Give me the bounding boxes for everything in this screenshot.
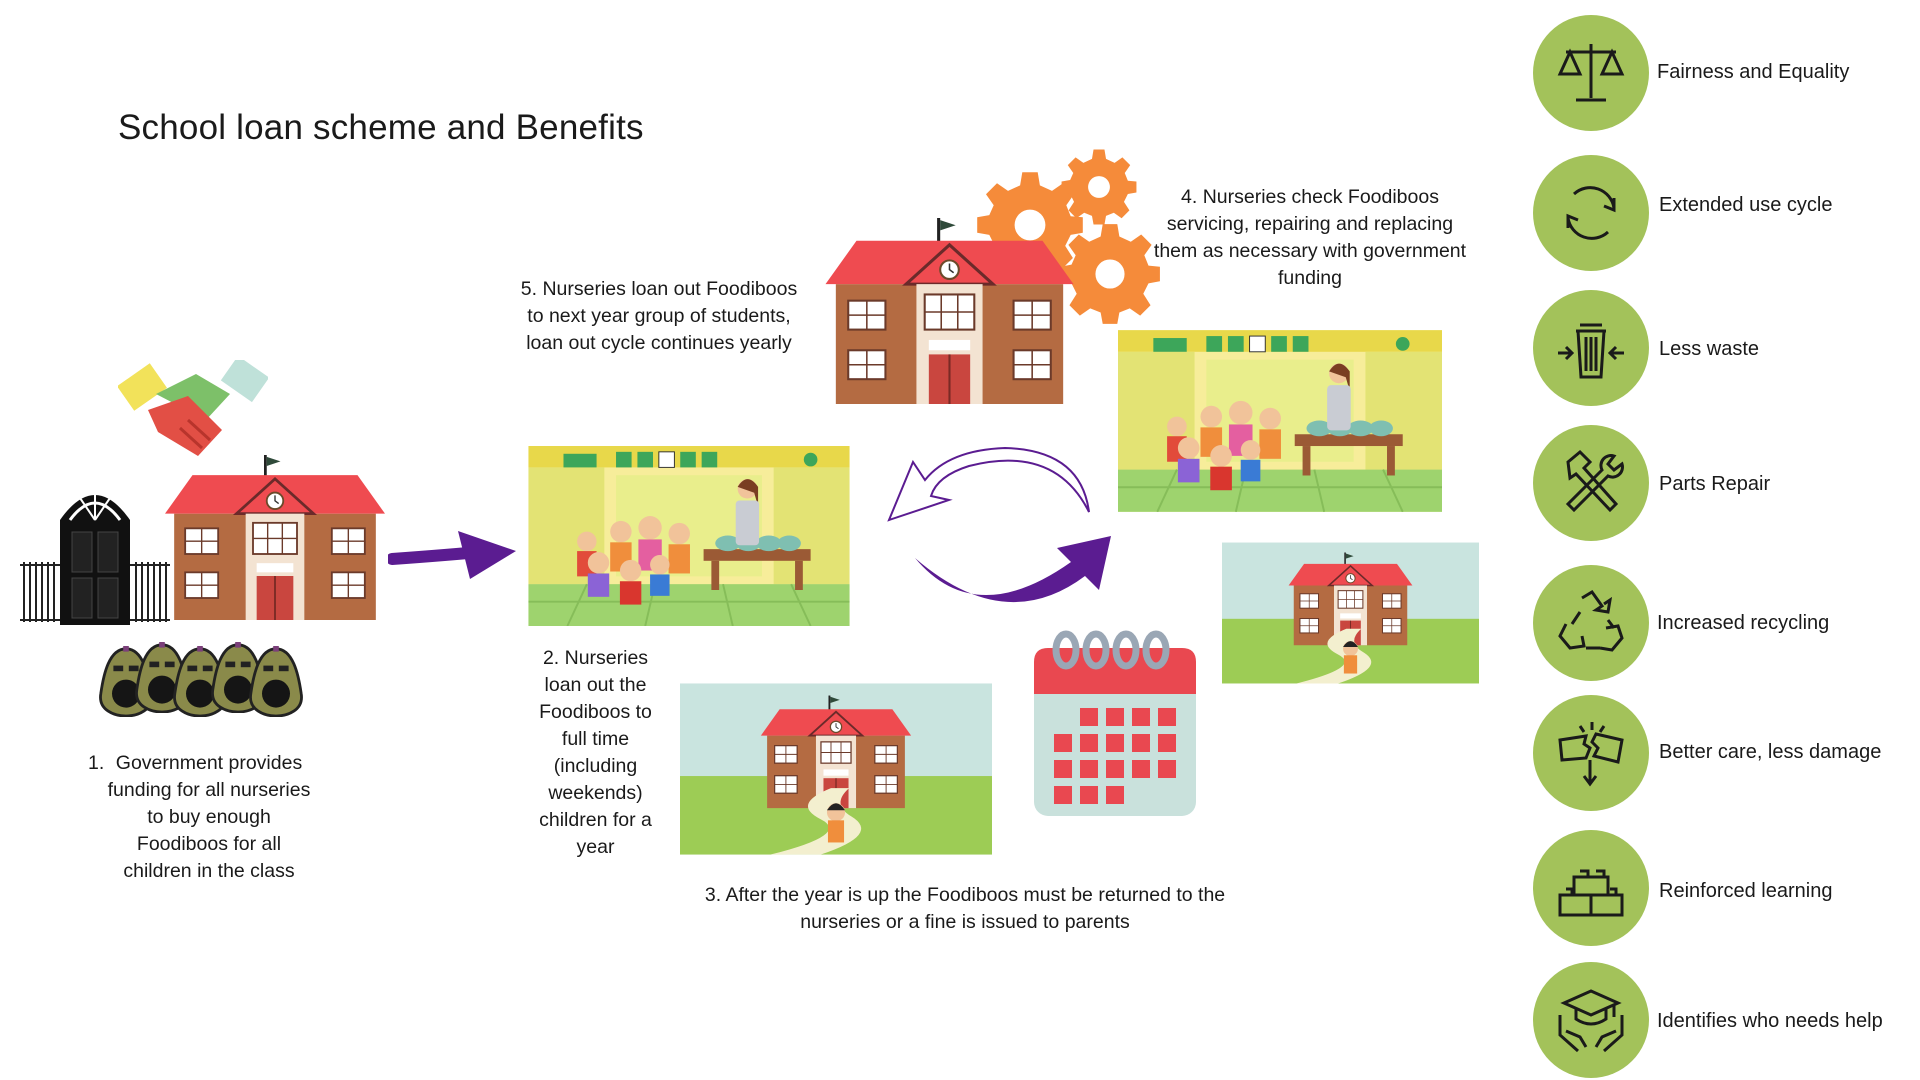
benefit-label-extended-use: Extended use cycle (1659, 194, 1833, 216)
benefit-label-less-waste: Less waste (1659, 338, 1760, 360)
tools-icon (1565, 449, 1624, 513)
school-building-top (822, 218, 1077, 404)
benefit-circle-parts-repair (1533, 425, 1649, 541)
graduate-hands-icon (1558, 989, 1624, 1053)
page-title: School loan scheme and Benefits (118, 108, 644, 147)
recycle-icon (1558, 590, 1624, 652)
step-1-text: Government provides funding for all nurs… (107, 752, 311, 882)
foodiboo-avocados (98, 635, 308, 725)
benefit-circle-extended-use (1533, 155, 1649, 271)
benefit-circle-better-care (1533, 695, 1649, 811)
building-blocks-icon (1558, 869, 1624, 917)
compress-bin-icon (1558, 323, 1624, 379)
benefit-label-parts-repair: Parts Repair (1659, 473, 1771, 495)
school-building-left (165, 455, 385, 620)
scales-icon (1557, 44, 1625, 102)
classroom-image-2 (528, 446, 850, 626)
handshake-icon (118, 360, 268, 460)
step-4-text: 4. Nurseries check Foodiboos servicing, … (1153, 186, 1467, 289)
cycle-arrows-icon (1566, 186, 1616, 240)
classroom-image-4 (1118, 330, 1442, 512)
cycle-arrows-center (885, 440, 1115, 615)
benefit-circle-identifies-help (1533, 962, 1649, 1078)
benefit-circle-learning (1533, 830, 1649, 946)
benefit-label-better-care: Better care, less damage (1659, 741, 1882, 763)
benefit-circle-fairness (1533, 15, 1649, 131)
benefit-circle-recycling (1533, 565, 1649, 681)
benefit-label-fairness: Fairness and Equality (1657, 61, 1850, 83)
calendar-icon (1030, 628, 1200, 818)
government-door-icon (20, 470, 170, 625)
step-2-text: 2. Nurseries loan out the Foodiboos to f… (539, 647, 652, 858)
walk-home-scene (680, 683, 992, 855)
step-5-text: 5. Nurseries loan out Foodiboos to next … (520, 278, 798, 354)
benefit-label-identifies-help: Identifies who needs help (1657, 1010, 1883, 1032)
gear-icon-small (1060, 148, 1138, 226)
benefit-circle-less-waste (1533, 290, 1649, 406)
benefit-label-recycling: Increased recycling (1657, 612, 1830, 634)
arrow-right-icon (388, 525, 518, 585)
benefit-label-learning: Reinforced learning (1659, 880, 1833, 902)
broken-card-icon (1558, 722, 1624, 787)
step-1-number: 1. (88, 752, 105, 774)
step-3-text: 3. After the year is up the Foodiboos mu… (704, 884, 1226, 933)
walk-to-school-scene (1222, 535, 1479, 691)
